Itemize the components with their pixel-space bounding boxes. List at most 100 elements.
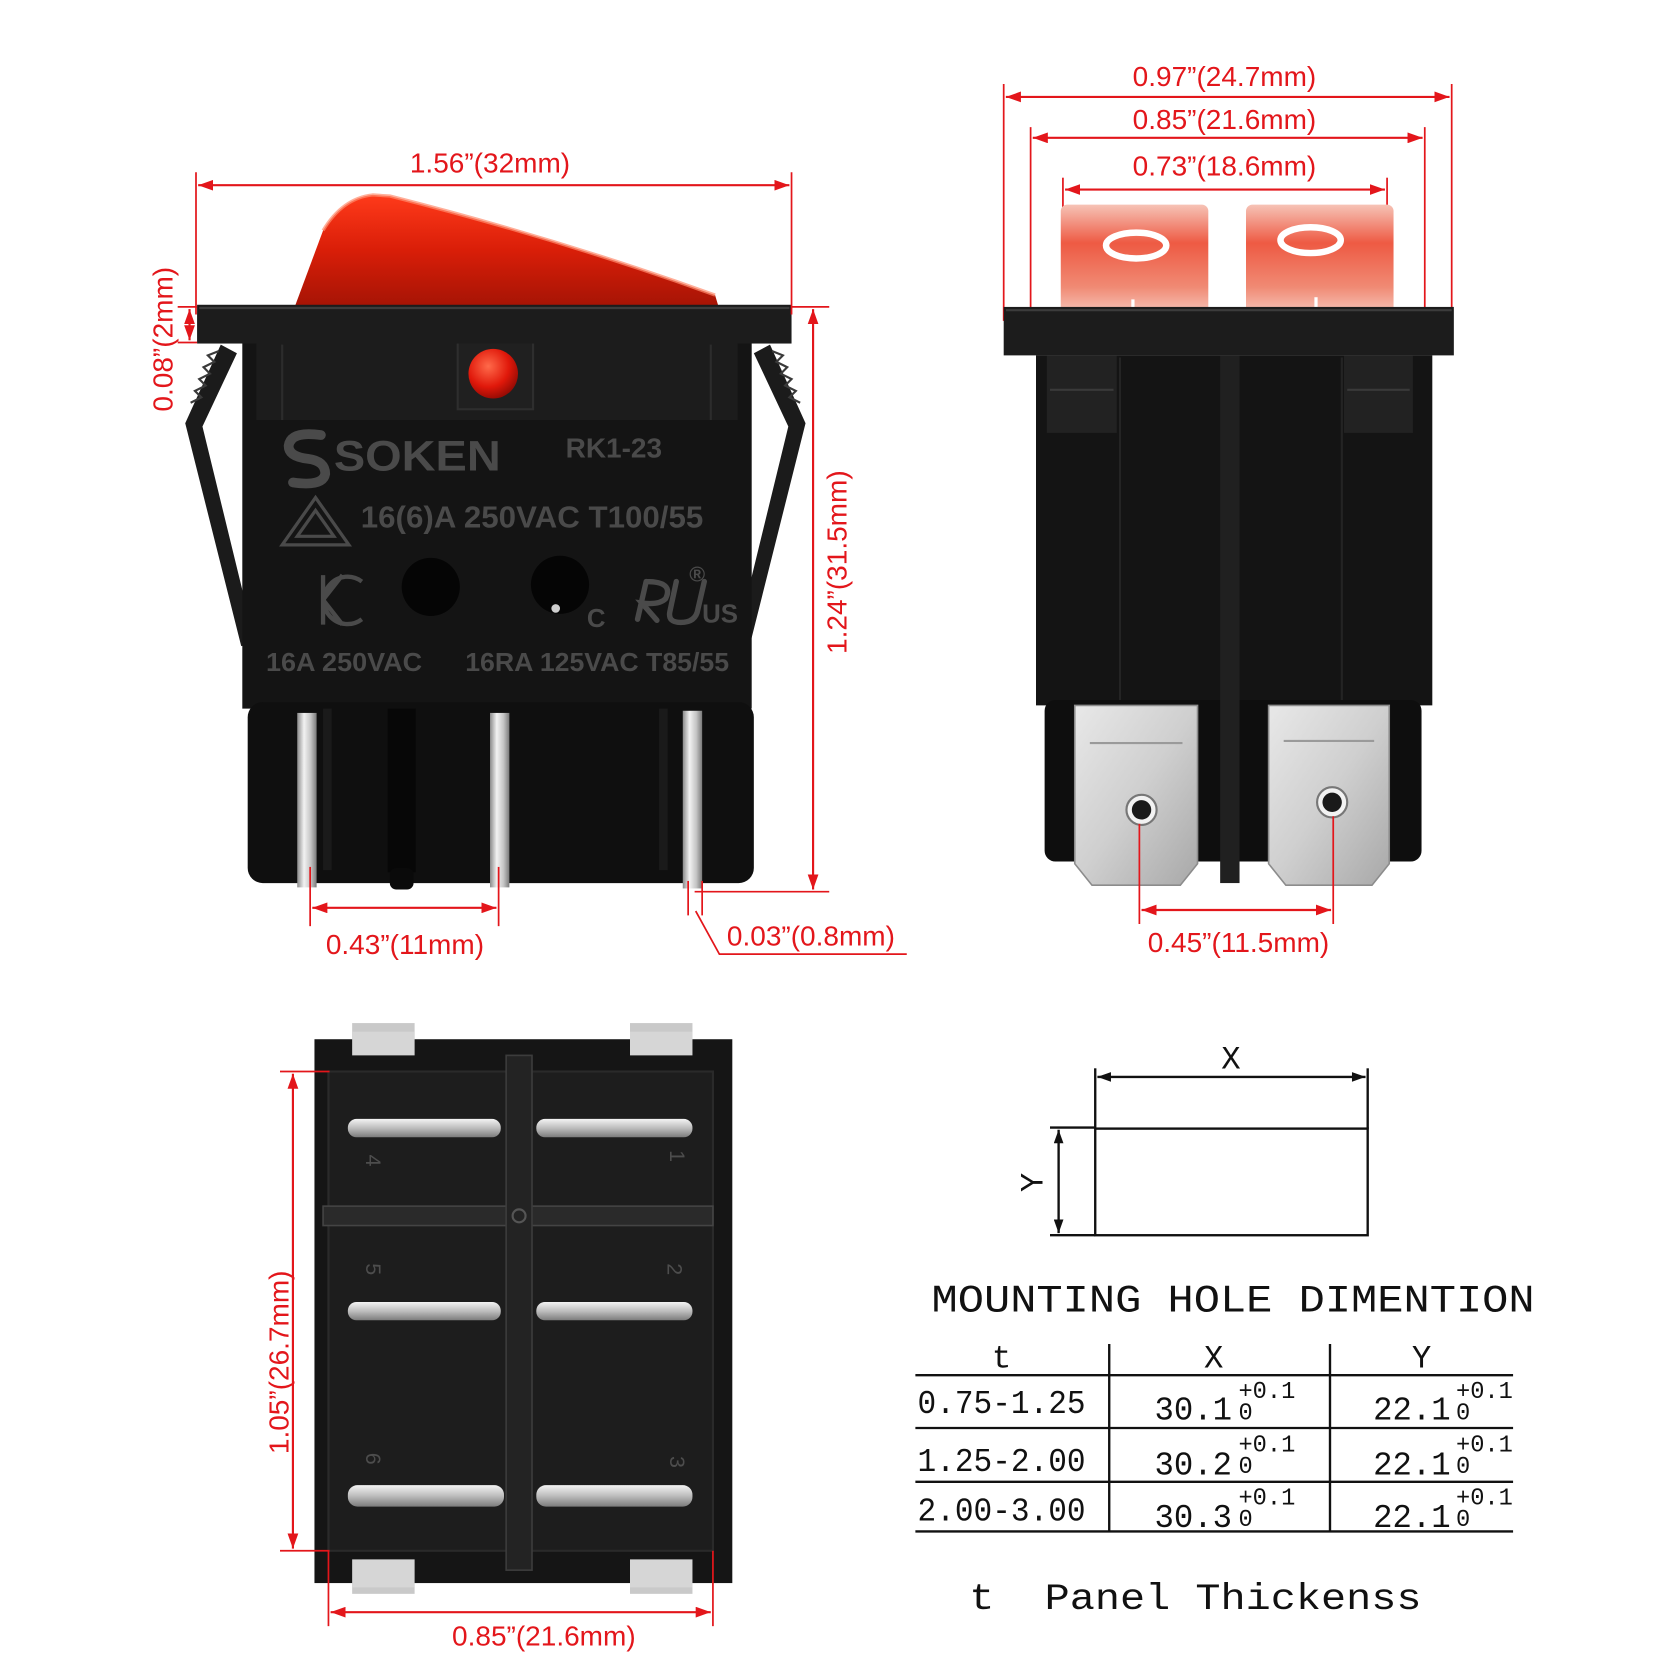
terminal-pin (490, 712, 510, 888)
table-row: 2.00-3.00 30.3 +0.1 0 22.1 +0.1 0 (918, 1485, 1513, 1538)
y-tolerance-upper: +0.1 (1456, 1485, 1513, 1512)
switch-flange (197, 304, 792, 344)
rocker-width-dimension-label: 0.73”(18.6mm) (1133, 151, 1317, 182)
mounting-hole-section: X Y MOUNTING HOLE DIMENTION t X Y 0.75-1… (915, 1041, 1535, 1620)
terminal-hole (1131, 800, 1152, 820)
right-rocker (1246, 204, 1394, 315)
rocker-actuator (295, 194, 719, 306)
terminal-hole (1322, 792, 1342, 812)
terminal-blade (536, 1485, 693, 1507)
terminal-number: 2 (663, 1263, 687, 1275)
terminal-blade (536, 1118, 693, 1138)
terminal-blade (347, 1485, 504, 1507)
length-dimension-label: 1.05”(26.7mm) (264, 1270, 295, 1454)
right-clip-serration (771, 350, 801, 404)
panel-thickness-cell: 0.75-1.25 (918, 1386, 1086, 1424)
height-dimension-label: 1.24”(31.5mm) (821, 470, 852, 654)
panel-thickness-cell: 2.00-3.00 (918, 1494, 1086, 1532)
kc-rating-marking: 16A 250VAC (266, 649, 422, 677)
y-tolerance-upper: +0.1 (1456, 1433, 1513, 1460)
y-tolerance-upper: +0.1 (1456, 1379, 1513, 1406)
x-tolerance-upper: +0.1 (1238, 1485, 1295, 1512)
x-value-cell: 30.1 (1154, 1392, 1232, 1430)
terminal-hole-left (401, 557, 460, 616)
off-symbol-icon (1277, 223, 1344, 257)
terminal-number: 5 (361, 1263, 385, 1275)
terminal-pin (682, 710, 703, 889)
base-rib (387, 708, 416, 873)
mounting-tab (630, 1559, 693, 1588)
model-marking: RK1-23 (566, 433, 662, 464)
ul-rating-marking: 16RA 125VAC T85/55 (465, 649, 729, 677)
pin-thickness-dimension-label: 0.03”(0.8mm) (727, 921, 895, 952)
x-dimension-label: X (1221, 1041, 1240, 1078)
ul-registered-marking: ® (689, 563, 705, 587)
pin-pitch-dimension-label: 0.43”(11mm) (326, 929, 484, 960)
x-tolerance-lower: 0 (1238, 1454, 1252, 1481)
cross-rib-vertical (505, 1054, 533, 1571)
ul-us-marking: US (702, 600, 738, 628)
mounting-tab (352, 1031, 415, 1056)
y-tolerance-lower: 0 (1456, 1400, 1470, 1427)
body-width-dimension-label: 0.85”(21.6mm) (1133, 104, 1317, 135)
width-dimension-label: 1.56”(32mm) (410, 147, 570, 178)
left-mounting-clip (185, 344, 256, 647)
mounting-hole-outline (1094, 1127, 1369, 1237)
mounting-hole-title: MOUNTING HOLE DIMENTION (932, 1280, 1535, 1324)
table-row: 1.25-2.00 30.2 +0.1 0 22.1 +0.1 0 (918, 1433, 1513, 1486)
off-symbol-icon (1102, 229, 1170, 262)
vde-logo (279, 494, 353, 547)
kc-logo (320, 573, 364, 627)
housing-latch-right (1344, 355, 1413, 433)
y-value-cell: 22.1 (1373, 1500, 1451, 1538)
left-clip-serration (190, 350, 220, 404)
table-row: 0.75-1.25 30.1 +0.1 0 22.1 +0.1 0 (918, 1379, 1513, 1431)
ul-recognized-logo (634, 578, 707, 626)
bottom-view: 4 1 5 2 6 3 1.05”(26.7mm) 0.85”(21.6mm) (264, 1023, 733, 1652)
y-dimension-label: Y (1015, 1173, 1052, 1192)
x-value-cell: 30.2 (1154, 1447, 1232, 1485)
ul-c-marking: C (587, 605, 606, 633)
table-header-t: t (992, 1341, 1011, 1378)
y-value-cell: 22.1 (1373, 1447, 1451, 1485)
terminal-pin (297, 712, 317, 888)
table-header-y: Y (1412, 1341, 1431, 1378)
indicator-led (468, 348, 518, 399)
brand-marking: SOKEN (334, 433, 501, 481)
mounting-tab (630, 1031, 693, 1056)
rib-center-boss (511, 1208, 527, 1224)
mounting-tab (352, 1559, 415, 1588)
width-dimension-label: 0.85”(21.6mm) (452, 1621, 636, 1652)
center-divider (1220, 355, 1240, 884)
x-tolerance-upper: +0.1 (1238, 1379, 1295, 1406)
rocker-highlight (321, 193, 716, 297)
y-tolerance-lower: 0 (1456, 1507, 1470, 1534)
x-tolerance-lower: 0 (1238, 1400, 1252, 1427)
base-notch (389, 868, 414, 890)
base-rib (659, 708, 668, 871)
x-tolerance-lower: 0 (1238, 1507, 1252, 1534)
terminal-number: 4 (361, 1154, 385, 1166)
table-header-x: X (1204, 1341, 1223, 1378)
switch-flange (1003, 306, 1454, 356)
panel-thickness-cell: 1.25-2.00 (918, 1444, 1086, 1482)
terminal-number: 3 (665, 1456, 689, 1468)
x-value-cell: 30.3 (1154, 1500, 1232, 1538)
soken-logo-mark (283, 429, 331, 489)
base-rib (323, 708, 332, 871)
right-mounting-clip (735, 344, 806, 647)
terminal-number: 1 (665, 1150, 689, 1162)
y-tolerance-lower: 0 (1456, 1454, 1470, 1481)
x-tolerance-upper: +0.1 (1238, 1433, 1295, 1460)
terminal-blade (347, 1302, 501, 1321)
terminal-blade (536, 1302, 693, 1321)
pin-thickness-leader (694, 910, 907, 956)
overall-width-dimension-label: 0.97”(24.7mm) (1133, 61, 1317, 92)
front-view: 0.97”(24.7mm) 0.85”(21.6mm) 0.73”(18.6mm… (1002, 61, 1454, 958)
terminal-pitch-dimension-label: 0.45”(11.5mm) (1148, 927, 1330, 958)
vde-rating-marking: 16(6)A 250VAC T100/55 (361, 502, 703, 535)
terminal-number: 6 (361, 1453, 385, 1465)
y-value-cell: 22.1 (1373, 1392, 1451, 1430)
terminal-hole-right (530, 555, 590, 614)
